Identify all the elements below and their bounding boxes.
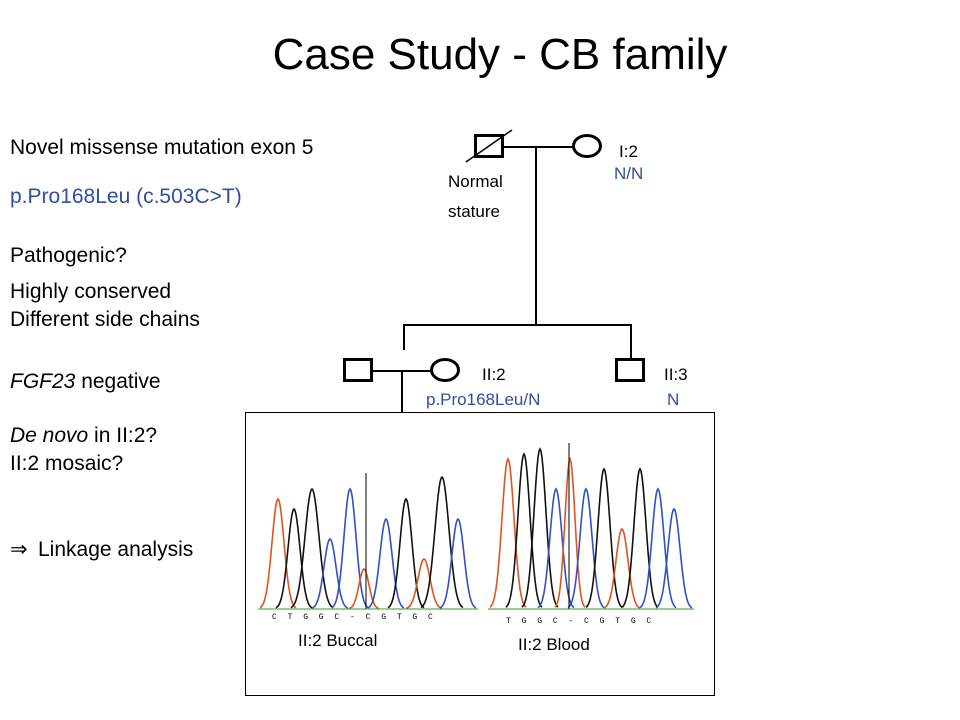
buccal-peak (311, 537, 349, 609)
i1-note-line1: Normal (448, 172, 503, 191)
descent-line (535, 147, 537, 325)
sib-drop-3 (630, 324, 632, 358)
blood-peak (567, 487, 605, 609)
mutation-name: p.Pro168Leu (c.503C>T) (10, 185, 242, 208)
buccal-peak (367, 517, 405, 609)
fgf23-rest: negative (75, 370, 161, 393)
blood-chromatogram (488, 447, 694, 610)
ii-marriage-line (372, 370, 432, 372)
blood-peak (521, 447, 559, 608)
denovo-rest: in II:2? (88, 424, 158, 447)
i2-genotype: N/N (614, 164, 644, 183)
conserved-text: Highly conserved (10, 280, 172, 303)
i2-id: I:2 (619, 142, 638, 161)
blood-peak (639, 487, 677, 609)
buccal-peak (348, 567, 380, 610)
fgf23-gene: FGF23 (10, 370, 76, 393)
chromatogram-panel: C T G G C - C G T G C T G G C - C G T G … (245, 412, 715, 696)
mutation-title: Novel missense mutation exon 5 (10, 136, 314, 159)
fgf23-text: FGF23 negative (10, 370, 161, 394)
buccal-peak (331, 487, 369, 609)
buccal-base-calls: C T G G C - C G T G C (272, 613, 436, 622)
slide-title: Case Study - CB family (272, 30, 728, 79)
denovo-text: De novo in II:2? (10, 424, 157, 448)
buccal-peak (420, 475, 464, 609)
ii2-id: II:2 (482, 365, 506, 384)
side-chains-text: Different side chains (10, 308, 200, 331)
blood-peak (505, 452, 543, 608)
marriage-line (504, 146, 574, 148)
pathogenic-question: Pathogenic? (10, 244, 127, 267)
ii1-drop-line (401, 372, 403, 412)
individual-ii1 (343, 358, 373, 382)
blood-peak (655, 507, 693, 609)
implies-arrow-icon: ⇒ (10, 538, 28, 561)
buccal-chromatogram (258, 475, 478, 610)
buccal-peak (439, 517, 477, 609)
ii3-genotype: N (667, 390, 680, 409)
ii2-genotype: p.Pro168Leu/N (426, 390, 541, 409)
individual-ii2 (430, 358, 460, 382)
blood-peak (585, 467, 623, 608)
buccal-peak (387, 497, 425, 609)
buccal-peak (275, 507, 313, 609)
denovo-italic: De novo (10, 424, 89, 447)
buccal-peak (290, 487, 334, 609)
ii3-id: II:3 (664, 365, 688, 384)
blood-base-calls: T G G C - C G T G C (506, 617, 655, 626)
blood-peak (621, 467, 659, 608)
linkage-text: Linkage analysis (38, 538, 194, 561)
buccal-peak (259, 497, 297, 609)
linkage-line: ⇒ Linkage analysis (10, 537, 193, 562)
buccal-peak (405, 558, 443, 610)
i1-note-line2: stature (448, 202, 500, 221)
blood-peak (537, 487, 575, 609)
blood-peak (554, 456, 586, 608)
chromatogram-traces (258, 443, 694, 610)
deceased-slash-icon (465, 129, 513, 163)
blood-caption: II:2 Blood (518, 635, 590, 654)
sibship-line (403, 324, 631, 326)
individual-i2 (572, 134, 602, 158)
blood-peak (603, 527, 641, 609)
mosaic-question: II:2 mosaic? (10, 452, 124, 475)
sib-drop-1 (403, 324, 405, 350)
blood-peak (489, 457, 527, 608)
individual-ii3 (615, 358, 645, 382)
buccal-caption: II:2 Buccal (298, 631, 378, 650)
